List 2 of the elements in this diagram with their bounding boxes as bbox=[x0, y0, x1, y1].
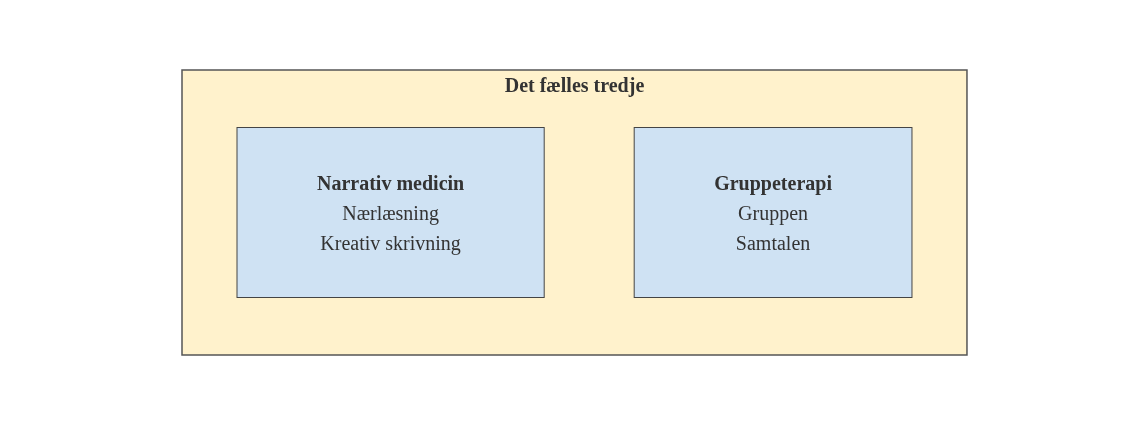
node-box: Gruppeterapi Gruppen Samtalen bbox=[633, 127, 912, 298]
node-box: Narrativ medicin Nærlæsning Kreativ skrivning bbox=[236, 127, 545, 298]
